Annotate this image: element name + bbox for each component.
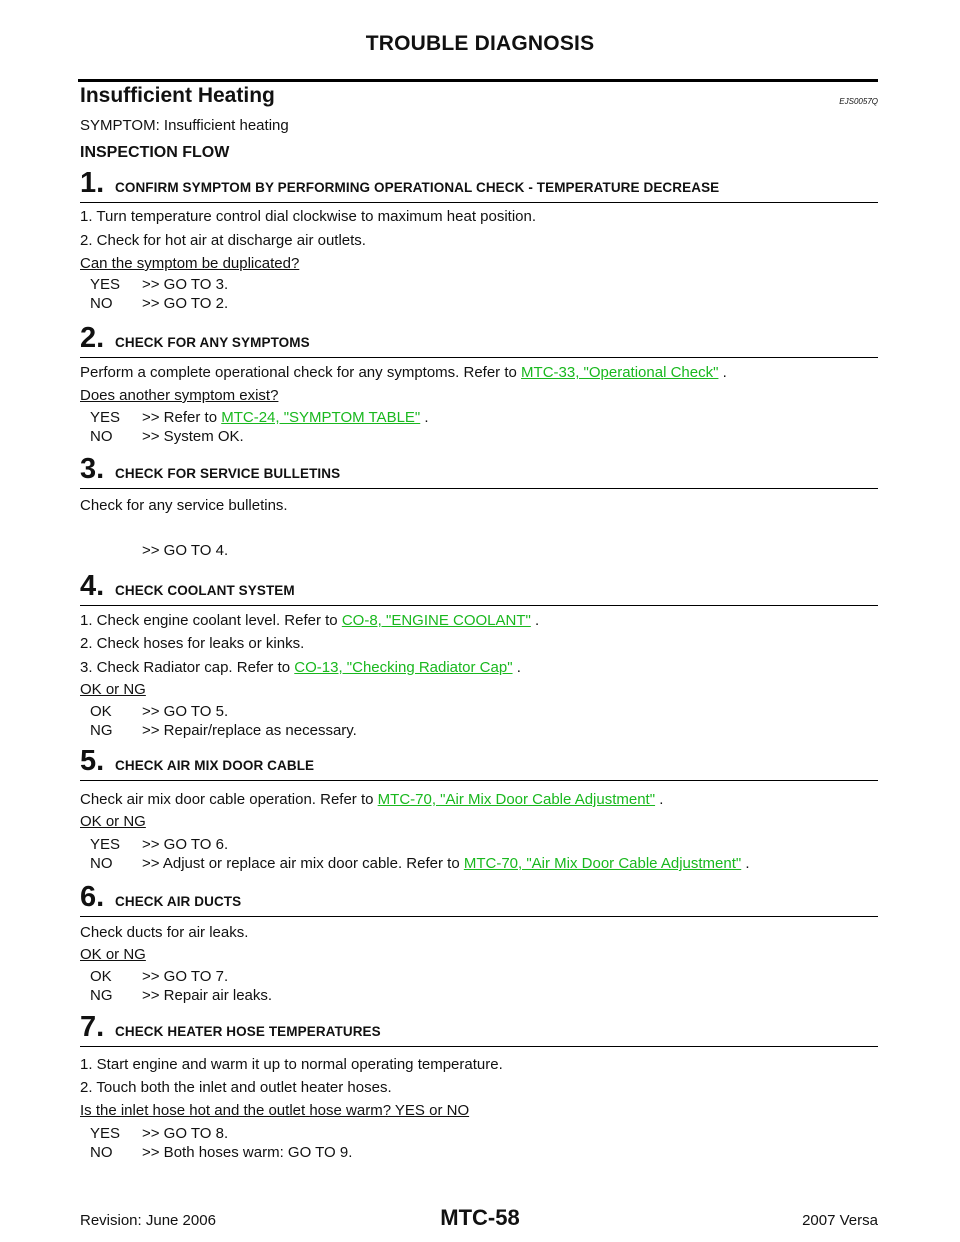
answer-key: OK [90,968,112,985]
step-question: Is the inlet hose hot and the outlet hos… [80,1102,470,1119]
instruction-line: 1. Turn temperature control dial clockwi… [80,208,537,225]
answer-row: NO >> Both hoses warm: GO TO 9. [90,1144,352,1161]
step-question: OK or NG [80,681,146,698]
step-title: CHECK FOR ANY SYMPTOMS [115,335,310,350]
footer-page-number: MTC-58 [440,1205,520,1230]
instruction-line: 1. Start engine and warm it up to normal… [80,1056,503,1073]
step-3: 3. CHECK FOR SERVICE BULLETINS Check for… [80,453,878,559]
step-number: 5. [80,745,105,777]
step-title: CHECK AIR DUCTS [115,894,242,909]
answer-key: NO [90,1144,113,1161]
step-4: 4. CHECK COOLANT SYSTEM 1. Check engine … [80,570,878,739]
step-question: Does another symptom exist? [80,387,279,404]
answer-value: >> Both hoses warm: GO TO 9. [142,1144,353,1161]
step-title: CHECK HEATER HOSE TEMPERATURES [115,1024,381,1039]
step-5: 5. CHECK AIR MIX DOOR CABLE Check air mi… [80,745,878,872]
answer-key: YES [90,409,121,426]
section-code: EJS0057Q [839,97,878,106]
answer-row: NG >> Repair/replace as necessary. [90,722,357,739]
step-1: 1. CONFIRM SYMPTOM BY PERFORMING OPERATI… [80,167,878,312]
mtc-70-air-mix-door-cable-link[interactable]: MTC-70, "Air Mix Door Cable Adjustment" [463,855,742,872]
mtc-70-air-mix-door-cable-link[interactable]: MTC-70, "Air Mix Door Cable Adjustment" [377,791,656,808]
answer-key: YES [90,1125,121,1142]
answer-value: >> GO TO 2. [142,295,229,312]
step-title: CONFIRM SYMPTOM BY PERFORMING OPERATIONA… [115,180,720,195]
answer-row: NO >> GO TO 2. [90,295,228,312]
step-number: 1. [80,167,105,199]
answer-key: OK [90,703,112,720]
answer-value: >> GO TO 7. [142,968,229,985]
step-number: 2. [80,322,105,354]
inspection-flow-title: INSPECTION FLOW [80,144,230,161]
answer-key: NO [90,428,113,445]
answer-value: >> Repair/replace as necessary. [142,722,357,739]
answer-row: YES>> Refer to MTC-24, "SYMPTOM TABLE" . [90,409,429,426]
mtc-33-operational-check-link[interactable]: MTC-33, "Operational Check" [521,364,719,381]
instruction-line: Check for any service bulletins. [80,497,288,514]
answer-key: NO [90,295,113,312]
step-title: CHECK COOLANT SYSTEM [115,583,295,598]
answer-row: YES >> GO TO 6. [90,836,228,853]
answer-value: >> GO TO 8. [142,1125,229,1142]
step-7: 7. CHECK HEATER HOSE TEMPERATURES 1. Sta… [80,1011,878,1161]
mtc-24-symptom-table-link[interactable]: MTC-24, "SYMPTOM TABLE" [221,409,421,426]
step-header: 4. CHECK COOLANT SYSTEM [80,570,878,606]
answer-value: >> System OK. [142,428,244,445]
footer-revision: Revision: June 2006 [80,1212,216,1229]
instruction-line: 2. Check for hot air at discharge air ou… [80,232,366,249]
answer-row: YES >> GO TO 3. [90,276,228,293]
answer-row: NO>> Adjust or replace air mix door cabl… [90,855,750,872]
answer-key: NG [90,722,113,739]
answer-row: NG >> Repair air leaks. [90,987,272,1004]
page-header-title: TROUBLE DIAGNOSIS [365,32,595,55]
step-question: Can the symptom be duplicated? [80,255,300,272]
step-title: CHECK FOR SERVICE BULLETINS [115,466,341,481]
answer-key: YES [90,836,121,853]
step-number: 6. [80,881,105,913]
answer-row: NO >> System OK. [90,428,244,445]
instruction-line: 2. Touch both the inlet and outlet heate… [80,1079,392,1096]
instruction-line: 2. Check hoses for leaks or kinks. [80,635,305,652]
step-question: OK or NG [80,813,146,830]
co-8-engine-coolant-link[interactable]: CO-8, "ENGINE COOLANT" [341,612,531,629]
instruction-line: 1. Check engine coolant level. Refer to … [80,612,540,629]
answer-value: >> GO TO 6. [142,836,229,853]
answer-row: >> GO TO 4. [142,542,229,559]
section-title: Insufficient Heating [80,84,275,107]
answer-key: NO [90,855,113,872]
step-header: 2. CHECK FOR ANY SYMPTOMS [80,322,878,358]
step-2: 2. CHECK FOR ANY SYMPTOMS Perform a comp… [80,322,878,445]
answer-value: >> GO TO 5. [142,703,229,720]
instruction-line: Check air mix door cable operation. Refe… [80,791,664,808]
answer-row: YES >> GO TO 8. [90,1125,228,1142]
step-6: 6. CHECK AIR DUCTS Check ducts for air l… [80,881,878,1004]
answer-row: OK >> GO TO 5. [90,703,228,720]
step-header: 6. CHECK AIR DUCTS [80,881,878,917]
step-number: 7. [80,1011,105,1043]
instruction-line: Check ducts for air leaks. [80,924,249,941]
footer-model: 2007 Versa [802,1212,878,1229]
step-number: 3. [80,453,105,485]
step-header: 7. CHECK HEATER HOSE TEMPERATURES [80,1011,878,1047]
answer-value: >> Repair air leaks. [142,987,273,1004]
step-header: 1. CONFIRM SYMPTOM BY PERFORMING OPERATI… [80,167,878,203]
step-title: CHECK AIR MIX DOOR CABLE [115,758,315,773]
step-number: 4. [80,570,105,602]
step-question: OK or NG [80,946,146,963]
answer-value: >> GO TO 3. [142,276,229,293]
step-header: 3. CHECK FOR SERVICE BULLETINS [80,453,878,489]
instruction-line: Perform a complete operational check for… [80,364,727,381]
step-header: 5. CHECK AIR MIX DOOR CABLE [80,745,878,781]
answer-key: NG [90,987,113,1004]
answer-row: OK >> GO TO 7. [90,968,228,985]
symptom-text: SYMPTOM: Insufficient heating [80,117,289,134]
co-13-checking-radiator-cap-link[interactable]: CO-13, "Checking Radiator Cap" [294,659,513,676]
answer-key: YES [90,276,121,293]
instruction-line: 3. Check Radiator cap. Refer to CO-13, "… [80,659,521,676]
header-divider [78,79,878,82]
